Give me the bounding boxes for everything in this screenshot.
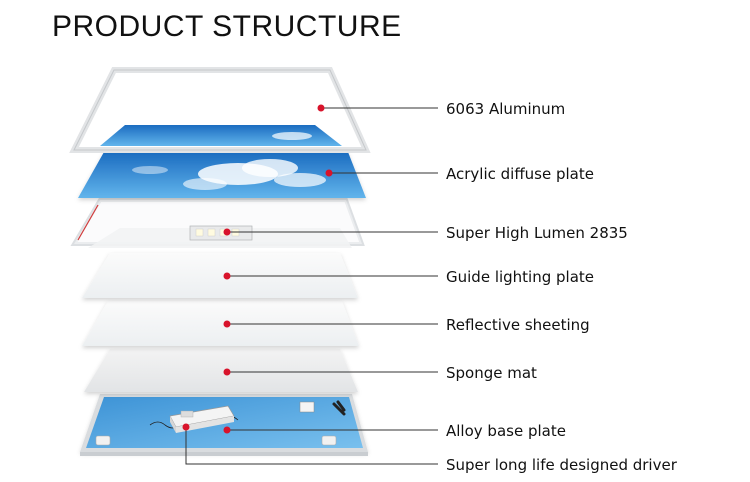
marker-led (223, 228, 231, 236)
label-aluminum: 6063 Aluminum (446, 100, 566, 118)
label-reflective: Reflective sheeting (446, 316, 590, 334)
reflective-sheeting-layer (82, 301, 359, 346)
led-frame-layer (70, 198, 365, 248)
label-guide: Guide lighting plate (446, 268, 595, 286)
label-base: Alloy base plate (446, 422, 566, 440)
marker-sponge (223, 368, 231, 376)
marker-guide (223, 272, 231, 280)
label-led: Super High Lumen 2835 (446, 224, 628, 242)
alloy-base-plate-layer (80, 394, 368, 456)
sponge-mat-layer (84, 349, 358, 392)
label-sponge: Sponge mat (446, 364, 537, 382)
leader-lines (182, 104, 438, 465)
page-title: PRODUCT STRUCTURE (52, 10, 402, 43)
marker-reflective (223, 320, 231, 328)
marker-aluminum (317, 104, 325, 112)
leader-line-driver (185, 427, 438, 465)
marker-driver (182, 423, 190, 431)
guide-lighting-plate-layer (82, 253, 358, 298)
acrylic-diffuse-plate-layer (78, 152, 366, 198)
marker-acrylic (325, 169, 333, 177)
label-driver: Super long life designed driver (446, 456, 677, 474)
driver-box (169, 400, 346, 433)
label-acrylic: Acrylic diffuse plate (446, 165, 594, 183)
marker-base (223, 426, 231, 434)
aluminum-frame-layer (69, 67, 371, 153)
